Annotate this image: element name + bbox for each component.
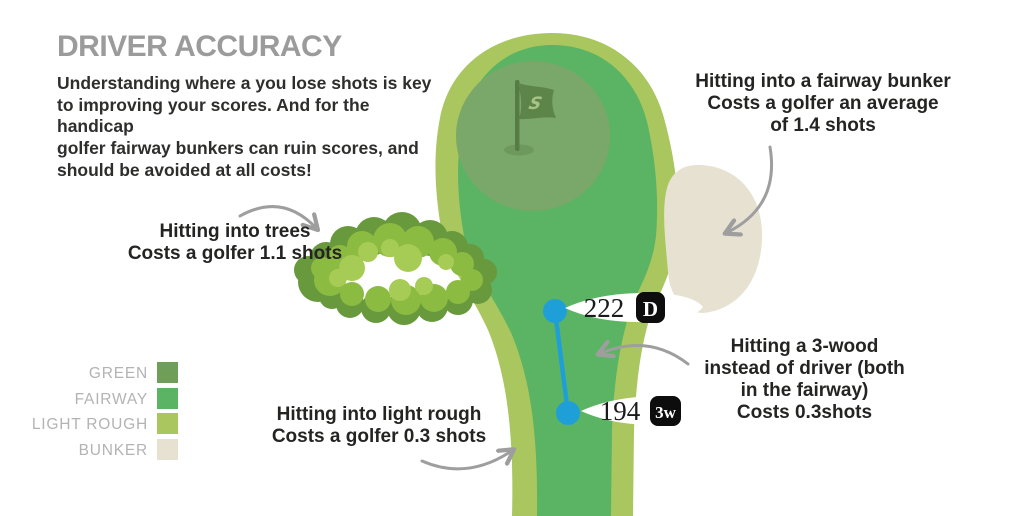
club-badge-driver-label: D [643, 297, 658, 321]
trees-arrow [238, 205, 317, 229]
flag: S [504, 80, 556, 156]
ball-marker-three-wood [556, 401, 580, 425]
ball-marker-driver [543, 299, 567, 323]
fairway-bunker-arrow [726, 145, 774, 233]
header: DRIVER ACCURACY Understanding where a yo… [57, 30, 437, 181]
intro-text: Understanding where a you lose shots is … [57, 73, 432, 180]
legend-label-green: GREEN [89, 365, 148, 382]
flag-pole [515, 80, 520, 151]
light-rough-arrow [420, 450, 513, 471]
page-title: DRIVER ACCURACY [57, 30, 342, 63]
legend-swatch-bunker [157, 439, 178, 460]
legend-swatch-light-rough [157, 413, 178, 434]
trees-illustration [294, 212, 497, 325]
bunker-shape [664, 164, 763, 313]
legend: GREEN FAIRWAY LIGHT ROUGH BUNKER [32, 362, 178, 460]
legend-label-fairway: FAIRWAY [75, 391, 148, 408]
annotation-trees: Hitting into trees Costs a golfer 1.1 sh… [127, 221, 343, 264]
annotation-three-wood: Hitting a 3-wood instead of driver (both… [704, 336, 905, 423]
shot-line [552, 310, 571, 414]
annotation-light-rough: Hitting into light rough Costs a golfer … [271, 404, 487, 447]
club-badge-driver [636, 292, 665, 323]
club-badge-three-wood [650, 396, 681, 426]
annotation-fairway-bunker: Hitting into a fairway bunker Costs a go… [695, 71, 951, 136]
club-badge-three-wood-label: 3w [655, 403, 677, 422]
distance-label-three-wood: 194 [600, 396, 641, 426]
distance-marker-driver-bubble [565, 293, 703, 323]
flag-logo: S [527, 94, 544, 114]
distance-marker-driver: 222 D [565, 292, 703, 323]
three-wood-arrow [599, 346, 690, 366]
legend-label-bunker: BUNKER [79, 442, 148, 459]
flag-cloth [518, 83, 556, 120]
putting-green-shape [456, 61, 610, 211]
legend-label-light-rough: LIGHT ROUGH [32, 416, 148, 433]
legend-swatch-green [157, 362, 178, 383]
distance-marker-three-wood: 194 3w [581, 396, 719, 426]
distance-label-driver: 222 [584, 293, 625, 323]
legend-swatch-fairway [157, 388, 178, 409]
